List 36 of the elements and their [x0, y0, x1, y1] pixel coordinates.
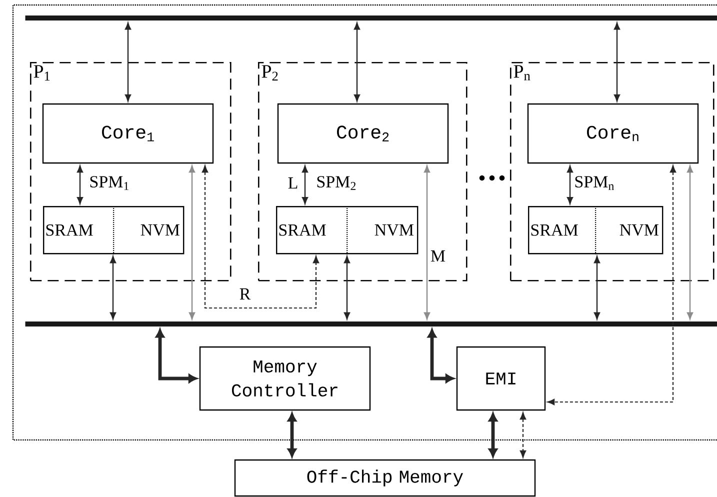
arrow	[302, 165, 308, 204]
memory-label: SPM$_{2}$	[317, 176, 356, 190]
thick-arrow	[156, 329, 198, 383]
thick-arrow	[488, 412, 498, 458]
arrow	[686, 165, 694, 320]
memory-label: SPM$_{1}$	[90, 176, 128, 190]
arrow	[124, 22, 132, 102]
arrow	[344, 256, 350, 320]
core-box: Core$_{1}$	[42, 103, 214, 164]
arrow	[594, 256, 600, 320]
core-box: Core$_{n}$	[527, 103, 699, 164]
arrow	[614, 22, 620, 102]
edge-label: L	[286, 176, 300, 190]
arrow	[110, 256, 116, 320]
arrow	[424, 165, 430, 320]
thick-arrow	[288, 412, 296, 458]
block-box: EMI	[456, 346, 546, 411]
arrow	[354, 22, 360, 102]
arrow	[566, 165, 574, 204]
arrow	[188, 165, 196, 320]
memory-box: SRAM NVM	[276, 206, 418, 254]
dashed-arrow	[547, 165, 676, 406]
bus-bar	[25, 322, 717, 326]
thick-arrow	[428, 329, 454, 383]
memory-box: SRAM NVM	[528, 206, 664, 254]
core-box: Core$_{2}$	[277, 103, 449, 164]
memory-box: SRAM NVM	[43, 206, 184, 254]
edge-label: M	[429, 249, 447, 263]
dashed-arrow	[202, 165, 320, 309]
memory-label: SPM$_{n}$	[575, 176, 614, 190]
edge-label: R	[238, 287, 252, 301]
arrow	[76, 165, 84, 204]
block-box: Off-Chip Memory	[234, 459, 536, 497]
bus-bar	[25, 16, 717, 20]
block-box: Memory Controller	[199, 346, 371, 411]
dashed-arrow	[520, 412, 526, 458]
